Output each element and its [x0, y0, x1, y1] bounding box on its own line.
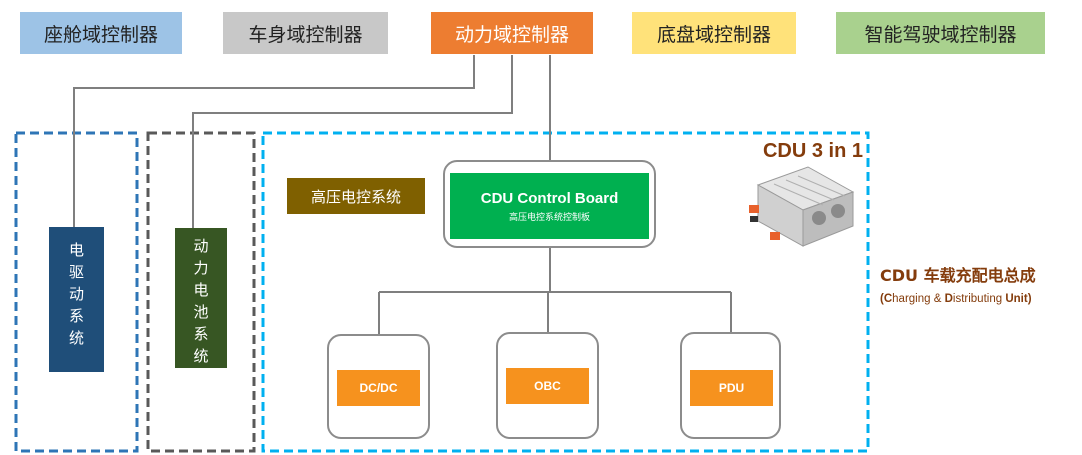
- domain-chassis: 底盘域控制器: [632, 12, 796, 54]
- subtitle-istributing: istributing: [952, 293, 1006, 305]
- battery-char: 电: [193, 281, 209, 299]
- dcdc-module-box: DC/DC: [327, 334, 430, 439]
- battery-char: 池: [193, 303, 209, 321]
- cdu-product-image: [749, 166, 855, 247]
- battery-char: 统: [193, 347, 209, 365]
- motor-char: 电: [68, 241, 84, 259]
- domain-body: 车身域控制器: [223, 12, 388, 54]
- line-to-motor-system: [73, 55, 475, 227]
- battery-char: 动: [193, 237, 209, 255]
- cdu-assembly-title: CDU 车载充配电总成: [880, 266, 1036, 285]
- cdu-frame: [261, 131, 870, 453]
- battery-char: 力: [193, 259, 209, 277]
- hv-control-system-label: 高压电控系统: [287, 178, 425, 214]
- subtitle-nit: nit): [1013, 293, 1032, 305]
- subtitle-paren-open: (: [880, 293, 884, 305]
- domain-cockpit: 座舱域控制器: [20, 12, 182, 54]
- line-to-battery-system: [192, 55, 513, 228]
- battery-system-frame: [146, 131, 256, 453]
- motor-drive-system: 电 驱 动 系 统: [49, 227, 104, 372]
- cdu-control-board-box: CDU Control Board 高压电控系统控制板: [443, 160, 656, 248]
- subtitle-u: U: [1005, 293, 1014, 305]
- motor-char: 统: [68, 329, 84, 347]
- battery-system: 动 力 电 池 系 统: [175, 228, 227, 368]
- motor-char: 系: [68, 307, 84, 325]
- motor-system-frame: [14, 131, 139, 453]
- subtitle-d: D: [944, 293, 953, 305]
- cdu-3in1-label: CDU 3 in 1: [762, 140, 863, 162]
- subtitle-c: C: [883, 293, 893, 305]
- subtitle-harging: harging &: [892, 293, 945, 305]
- obc-module-box: OBC: [496, 332, 599, 439]
- motor-char: 驱: [68, 263, 84, 281]
- domain-powertrain: 动力域控制器: [431, 12, 593, 54]
- battery-char: 系: [193, 325, 209, 343]
- domain-adas: 智能驾驶域控制器: [836, 12, 1045, 54]
- pdu-label: PDU: [690, 370, 773, 406]
- obc-label: OBC: [506, 368, 589, 404]
- dcdc-label: DC/DC: [337, 370, 420, 406]
- control-board-subtitle: 高压电控系统控制板: [508, 212, 590, 223]
- cdu-control-board: CDU Control Board 高压电控系统控制板: [450, 173, 649, 239]
- cdu-assembly-subtitle: (Charging & Distributing Unit): [880, 293, 1080, 305]
- control-board-title: CDU Control Board: [480, 189, 619, 207]
- motor-char: 动: [68, 285, 84, 303]
- pdu-module-box: PDU: [680, 332, 781, 439]
